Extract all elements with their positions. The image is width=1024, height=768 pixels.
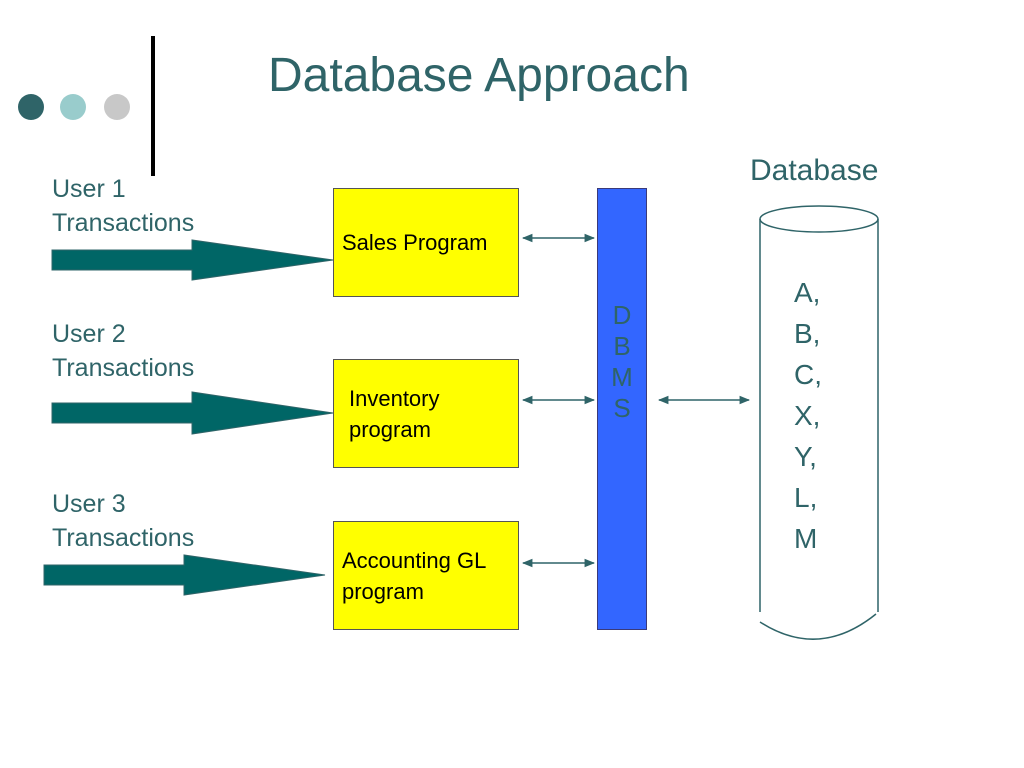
user-3-name: User 3 (52, 490, 126, 518)
title-divider (151, 36, 155, 176)
user-2-name: User 2 (52, 320, 126, 348)
slide-title: Database Approach (268, 49, 690, 102)
database-item: A, (794, 277, 821, 308)
dbms-letter-d: D (612, 300, 632, 330)
user-2-label: User 2 Transactions (52, 317, 194, 385)
database-items: A, B, C, X, Y, L, M (794, 272, 822, 559)
decor-dot-1 (18, 94, 44, 120)
dbms-bar (597, 188, 647, 630)
decor-dot-2 (60, 94, 86, 120)
database-item: C, (794, 359, 822, 390)
dbms-letter-s: S (613, 393, 631, 423)
database-label: Database (750, 154, 879, 187)
inventory-program-box: Inventory program (333, 359, 519, 468)
dbms-letter-b: B (613, 331, 631, 361)
dbms-letter-m: M (611, 362, 633, 392)
user-3-transactions: Transactions (52, 524, 195, 552)
user-2-transactions: Transactions (52, 354, 195, 382)
database-cylinder (759, 205, 879, 640)
user-1-label: User 1 Transactions (52, 172, 194, 240)
sales-program-label: Sales Program (342, 230, 488, 255)
accounting-program-box: Accounting GL program (333, 521, 519, 630)
inventory-program-label-2: program (349, 416, 431, 442)
accounting-program-label-1: Accounting GL (342, 547, 487, 573)
decor-dot-3 (104, 94, 130, 120)
database-item: L, (794, 482, 818, 513)
database-item: X, (794, 400, 821, 431)
user-3-arrow (43, 554, 326, 596)
user-1-name: User 1 (52, 175, 126, 203)
accounting-program-label-2: program (342, 578, 424, 604)
database-item: Y, (794, 441, 817, 472)
dbms-label: D B M S (597, 300, 647, 424)
sales-program-box: Sales Program (333, 188, 519, 297)
user-2-arrow (51, 391, 334, 435)
user-1-transactions: Transactions (52, 209, 195, 237)
database-item: B, (794, 318, 821, 349)
user-1-arrow (51, 239, 334, 281)
user-3-label: User 3 Transactions (52, 487, 194, 555)
inventory-program-label-1: Inventory (349, 385, 440, 411)
database-item: M (794, 523, 818, 554)
